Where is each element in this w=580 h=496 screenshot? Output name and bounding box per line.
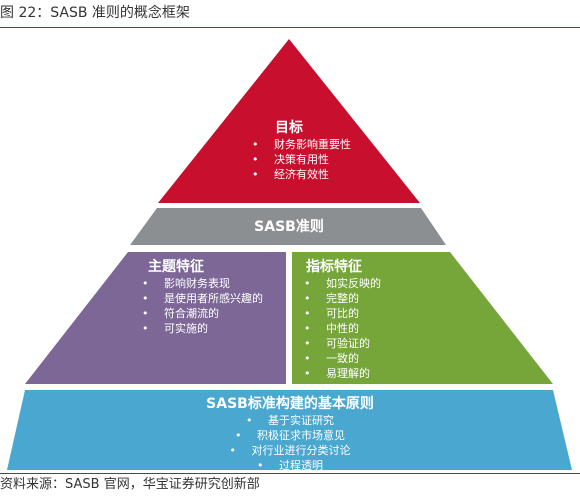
source-note: 资料来源：SASB 官网，华宝证券研究创新部 [0, 477, 260, 492]
list-item: •财务影响重要性 [252, 138, 351, 151]
list-item: •经济有效性 [252, 168, 329, 181]
topic-characteristics-title: 主题特征 [148, 259, 204, 275]
topic-characteristics-list: •影响财务表现 •是使用者所感兴趣的 •符合潮流的 •可实施的 [142, 276, 283, 336]
top-triangle [158, 39, 420, 203]
principles-list: •基于实证研究 •积极征求市场意见 •对行业进行分类讨论 •过程透明 [160, 413, 420, 473]
list-item: •符合潮流的 [142, 307, 219, 320]
list-item: •中性的 [304, 322, 359, 335]
bottom-trapezoid [7, 390, 572, 470]
goals-block: 目标 •财务影响重要性 •决策有用性 •经济有效性 [214, 119, 364, 182]
metric-characteristics-block: 指标特征 •如实反映的 •完整的 •可比的 •中性的 •可验证的 •一致的 •易… [304, 258, 446, 381]
metric-characteristics-title: 指标特征 [306, 259, 362, 275]
goals-title: 目标 [275, 120, 303, 136]
list-item: •完整的 [304, 292, 359, 305]
list-item: •是使用者所感兴趣的 [142, 292, 263, 305]
right-trapezoid [292, 252, 553, 384]
goals-list: •财务影响重要性 •决策有用性 •经济有效性 [214, 137, 364, 182]
metric-characteristics-list: •如实反映的 •完整的 •可比的 •中性的 •可验证的 •一致的 •易理解的 [304, 276, 446, 381]
list-item: •影响财务表现 [142, 277, 230, 290]
list-item: •过程透明 [257, 459, 323, 472]
list-item: •对行业进行分类讨论 [229, 444, 351, 457]
source-divider [0, 473, 580, 474]
list-item: •一致的 [304, 352, 359, 365]
title-divider [0, 27, 580, 28]
list-item: •积极征求市场意见 [235, 429, 345, 442]
principles-title: SASB标准构建的基本原则 [206, 396, 374, 412]
list-item: •决策有用性 [252, 153, 329, 166]
figure-title: 图 22：SASB 准则的概念框架 [0, 5, 190, 21]
list-item: •可实施的 [142, 322, 208, 335]
list-item: •可比的 [304, 307, 359, 320]
left-trapezoid [25, 252, 286, 384]
list-item: •如实反映的 [304, 277, 381, 290]
list-item: •易理解的 [304, 367, 370, 380]
list-item: •可验证的 [304, 337, 370, 350]
principles-block: SASB标准构建的基本原则 •基于实证研究 •积极征求市场意见 •对行业进行分类… [160, 395, 420, 473]
topic-characteristics-block: 主题特征 •影响财务表现 •是使用者所感兴趣的 •符合潮流的 •可实施的 [142, 258, 283, 336]
sasb-standards-label: SASB准则 [254, 219, 324, 235]
middle-band [130, 208, 446, 245]
list-item: •基于实证研究 [246, 414, 334, 427]
